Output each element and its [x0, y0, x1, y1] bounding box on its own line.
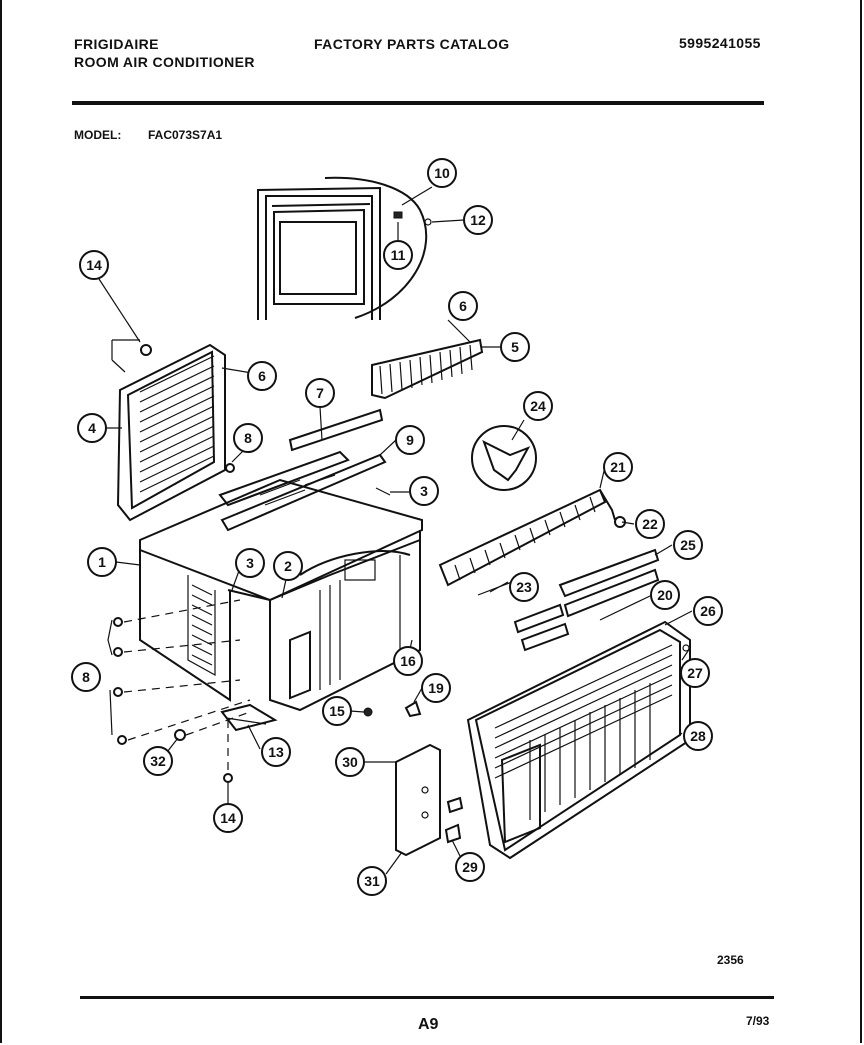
- svg-text:29: 29: [462, 859, 478, 875]
- callout-21: 21: [603, 452, 633, 482]
- cabinet: [139, 478, 423, 702]
- front-grille-frame: [111, 339, 226, 522]
- callout-29: 29: [455, 852, 485, 882]
- callout-22: 22: [635, 509, 665, 539]
- control-panel: [395, 743, 464, 857]
- callout-25: 25: [673, 530, 703, 560]
- catalog-date: 7/93: [746, 1014, 770, 1028]
- svg-text:20: 20: [657, 587, 673, 603]
- chassis: [269, 530, 421, 712]
- callout-32: 32: [143, 746, 173, 776]
- svg-text:14: 14: [220, 810, 236, 826]
- callout-8a: 8: [233, 423, 263, 453]
- svg-text:15: 15: [329, 703, 345, 719]
- model-label: MODEL:: [74, 128, 122, 142]
- callout-20: 20: [650, 580, 680, 610]
- front-grille: [466, 620, 691, 860]
- svg-text:11: 11: [391, 247, 406, 263]
- svg-text:24: 24: [530, 398, 546, 414]
- callout-3a: 3: [409, 476, 439, 506]
- catalog-title: FACTORY PARTS CATALOG: [314, 36, 510, 52]
- callout-12: 12: [463, 205, 493, 235]
- callout-3b: 3: [235, 548, 265, 578]
- svg-text:3: 3: [420, 483, 428, 499]
- svg-text:8: 8: [244, 430, 252, 446]
- svg-text:1: 1: [98, 554, 106, 570]
- base-pan: [220, 703, 278, 732]
- footer-rule: [80, 996, 774, 999]
- svg-text:16: 16: [400, 653, 416, 669]
- callout-16: 16: [393, 646, 423, 676]
- callout-26: 26: [693, 596, 723, 626]
- svg-text:6: 6: [258, 368, 266, 384]
- callout-19: 19: [421, 673, 451, 703]
- callout-6a: 6: [448, 291, 478, 321]
- callout-31: 31: [357, 866, 387, 896]
- svg-text:22: 22: [642, 516, 658, 532]
- svg-text:21: 21: [610, 459, 626, 475]
- svg-text:9: 9: [406, 432, 414, 448]
- page-number: A9: [418, 1016, 439, 1033]
- callout-4: 4: [77, 413, 107, 443]
- svg-text:27: 27: [687, 665, 703, 681]
- svg-text:19: 19: [428, 680, 444, 696]
- louver-blades: [513, 548, 660, 652]
- callout-2: 2: [273, 551, 303, 581]
- svg-text:2: 2: [284, 558, 292, 574]
- callout-27: 27: [680, 658, 710, 688]
- svg-text:30: 30: [342, 754, 358, 770]
- svg-text:25: 25: [680, 537, 696, 553]
- model-number: FAC073S7A1: [148, 128, 223, 142]
- detail-inset: [257, 176, 432, 320]
- brand-name: FRIGIDAIRE: [74, 36, 159, 52]
- part-number: 5995241055: [679, 35, 761, 51]
- svg-text:26: 26: [700, 603, 716, 619]
- svg-text:5: 5: [511, 339, 519, 355]
- callout-15: 15: [322, 696, 352, 726]
- callout-30: 30: [335, 747, 365, 777]
- top-cover: [218, 408, 391, 532]
- svg-text:12: 12: [470, 212, 486, 228]
- svg-text:6: 6: [459, 298, 467, 314]
- svg-text:4: 4: [88, 420, 96, 436]
- svg-text:7: 7: [316, 385, 324, 401]
- callout-23: 23: [509, 572, 539, 602]
- callout-7: 7: [305, 378, 335, 408]
- svg-text:14: 14: [86, 257, 102, 273]
- svg-text:10: 10: [434, 165, 450, 181]
- callout-24: 24: [523, 391, 553, 421]
- callout-14b: 14: [213, 803, 243, 833]
- figure-number: 2356: [717, 953, 744, 967]
- svg-text:23: 23: [516, 579, 532, 595]
- svg-text:3: 3: [246, 555, 254, 571]
- callout-10: 10: [427, 158, 457, 188]
- svg-text:13: 13: [268, 744, 284, 760]
- callout-13: 13: [261, 737, 291, 767]
- callout-28: 28: [683, 721, 713, 751]
- callout-6b: 6: [247, 361, 277, 391]
- callout-5: 5: [500, 332, 530, 362]
- header-rule: [72, 101, 764, 105]
- product-name: ROOM AIR CONDITIONER: [74, 54, 255, 70]
- callout-14a: 14: [79, 250, 109, 280]
- callout-1: 1: [87, 547, 117, 577]
- bracket-detail: [471, 425, 537, 491]
- filter-strip: [371, 338, 484, 400]
- callout-11: 11: [383, 240, 413, 270]
- leader-lines: [98, 186, 693, 875]
- svg-text:32: 32: [150, 753, 166, 769]
- callout-8b: 8: [71, 662, 101, 692]
- svg-text:31: 31: [364, 873, 380, 889]
- svg-text:28: 28: [690, 728, 706, 744]
- callout-9: 9: [395, 425, 425, 455]
- svg-text:8: 8: [82, 669, 90, 685]
